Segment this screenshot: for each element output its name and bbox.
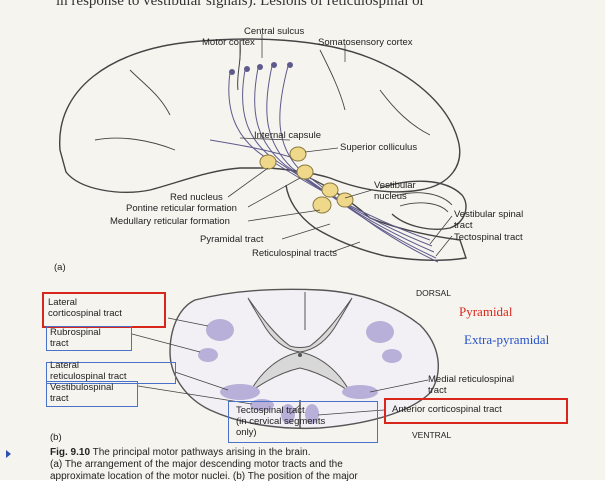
leader-lines-a xyxy=(227,34,453,257)
label-rubrospinal-tract: Rubrospinal tract xyxy=(50,327,101,349)
overlay-extra-pyramidal: Extra-pyramidal xyxy=(464,332,550,347)
lateral-reticulospinal-highlight-box xyxy=(46,362,176,384)
caption-line-1: The principal motor pathways arising in … xyxy=(92,447,311,458)
label-internal-capsule: Internal capsule xyxy=(254,130,322,141)
label-dorsal: DORSAL xyxy=(416,288,451,298)
label-pontine-reticular-formation: Pontine reticular formation xyxy=(126,203,237,214)
caption-line-2: (a) The arrangement of the major descend… xyxy=(50,459,343,470)
label-tectospinal-tract: Tectospinal tract xyxy=(454,232,523,243)
figure-caption: Fig. 9.10 The principal motor pathways a… xyxy=(50,447,570,483)
motor-nuclei xyxy=(259,146,354,214)
label-somatosensory-cortex: Somatosensory cortex xyxy=(318,37,413,48)
label-reticulospinal-tracts: Reticulospinal tracts xyxy=(252,248,338,259)
caption-fig-label: Fig. 9.10 xyxy=(50,447,91,458)
label-lateral-corticospinal-tract: Lateral corticospinal tract xyxy=(48,297,122,319)
label-vestibular-nucleus: Vestibular nucleus xyxy=(374,180,416,202)
label-tectospinal-cervical: Tectospinal tract (in cervical segments … xyxy=(236,405,326,438)
label-panel-a: (a) xyxy=(54,262,66,273)
brain-outline xyxy=(59,38,467,261)
tectospinal-highlight-box xyxy=(228,401,378,443)
lateral-corticospinal-highlight-box xyxy=(42,292,166,328)
label-vestibulospinal-tract: Vestibulospinal tract xyxy=(50,382,114,404)
caption-line-3: approximate location of the motor nuclei… xyxy=(50,471,358,482)
label-red-nucleus: Red nucleus xyxy=(170,192,223,203)
header-text: in response to vestibular signals). Lesi… xyxy=(56,0,425,9)
label-medullary-reticular-formation: Medullary reticular formation xyxy=(110,216,230,227)
label-motor-cortex: Motor cortex xyxy=(202,37,255,48)
motor-neuron-cells xyxy=(229,62,293,75)
bullet-marker xyxy=(6,450,11,458)
spinal-cord-section xyxy=(169,288,439,430)
label-ventral: VENTRAL xyxy=(412,430,452,440)
rubrospinal-highlight-box xyxy=(46,326,132,351)
vestibulospinal-highlight-box xyxy=(46,381,138,407)
label-anterior-corticospinal-tract: Anterior corticospinal tract xyxy=(392,404,502,415)
label-medial-reticulospinal-tract: Medial reticulospinal tract xyxy=(428,374,515,396)
tract-regions xyxy=(198,319,402,424)
label-superior-colliculus: Superior colliculus xyxy=(340,142,418,153)
label-lateral-reticulospinal-tract: Lateral reticulospinal tract xyxy=(50,360,127,382)
overlay-pyramidal: Pyramidal xyxy=(459,304,513,319)
label-pyramidal-tract: Pyramidal tract xyxy=(200,234,264,245)
anterior-corticospinal-highlight-box xyxy=(384,398,568,424)
label-panel-b: (b) xyxy=(50,432,62,443)
label-central-sulcus: Central sulcus xyxy=(244,26,305,37)
label-vestibular-spinal-tract: Vestibular spinal tract xyxy=(454,209,524,231)
